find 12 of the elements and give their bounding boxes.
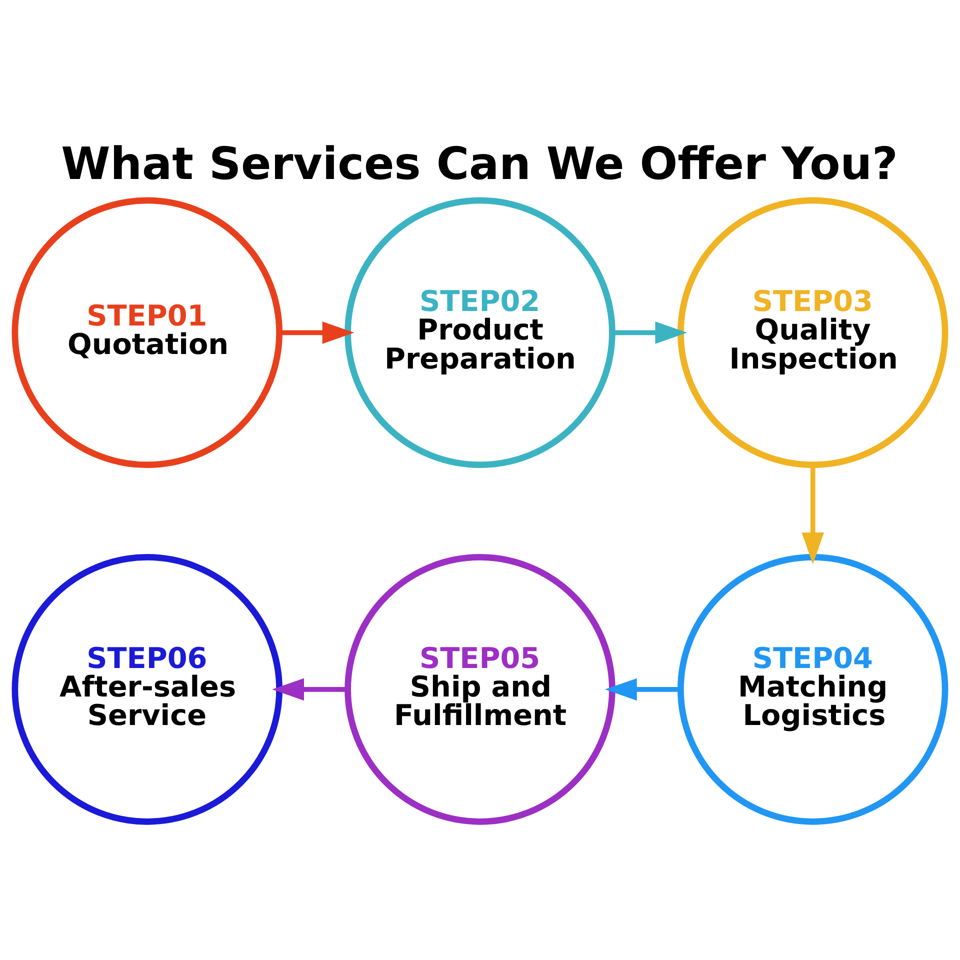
arrow [802,464,824,564]
node-circle: STEP04 Matching Logistics [678,554,948,825]
node-circle: STEP03 Quality Inspection [678,197,948,468]
node-circle: STEP02 Product Preparation [344,197,616,468]
node-circle: STEP05 Ship and Fulfillment [344,554,616,825]
arrow [280,322,354,344]
node-circle: STEP06 After-sales Service [12,554,282,825]
diagram-title: What Services Can We Offer You? [61,138,898,190]
arrow [604,678,681,701]
arrow [612,322,688,344]
arrow [272,678,348,701]
node-circle: STEP01 Quotation [12,197,282,468]
